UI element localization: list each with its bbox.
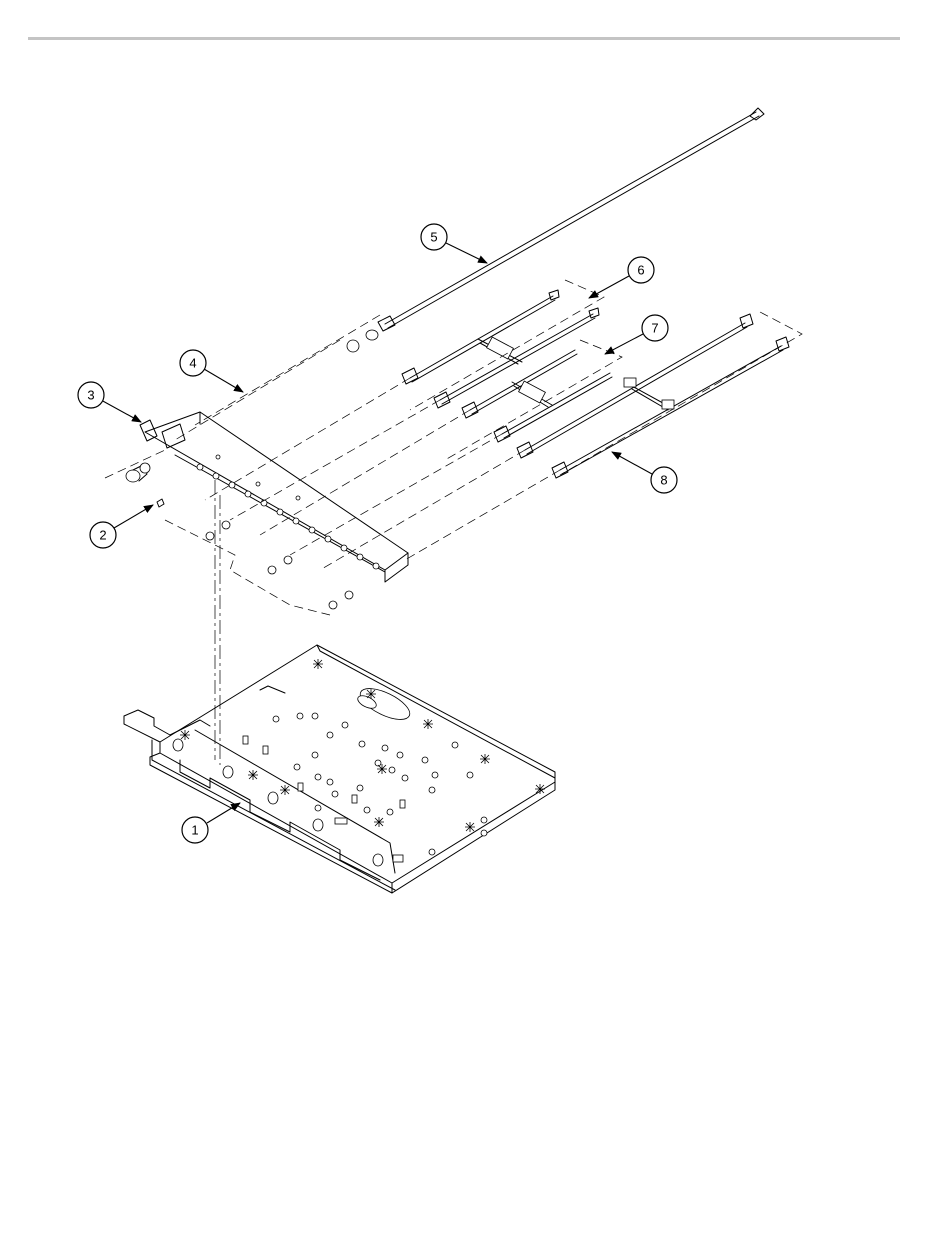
part-7-cable-assembly: [462, 350, 612, 442]
callout-5-label: 5: [430, 230, 437, 245]
callout-2-label: 2: [99, 528, 106, 543]
callout-8-label: 8: [660, 473, 667, 488]
callout-1-label: 1: [191, 823, 198, 838]
callout-2: 2: [90, 505, 153, 548]
part-5-long-cable: [347, 108, 764, 352]
callout-3-label: 3: [87, 388, 94, 403]
callout-7-label: 7: [651, 321, 658, 336]
part-3-connector: [126, 420, 185, 482]
part-4-bracket: [145, 412, 408, 609]
callout-5: 5: [421, 224, 487, 263]
part-6-cable-assembly: [402, 290, 599, 408]
part-1-chassis-plate: [124, 645, 555, 893]
callout-3: 3: [78, 382, 141, 422]
callout-6: 6: [589, 257, 654, 298]
callout-4: 4: [180, 350, 243, 392]
part-2-screw: [157, 499, 164, 507]
callout-8: 8: [612, 452, 677, 493]
callout-4-label: 4: [189, 356, 196, 371]
callout-1: 1: [182, 803, 240, 843]
callout-6-label: 6: [637, 263, 644, 278]
callout-7: 7: [605, 315, 668, 354]
